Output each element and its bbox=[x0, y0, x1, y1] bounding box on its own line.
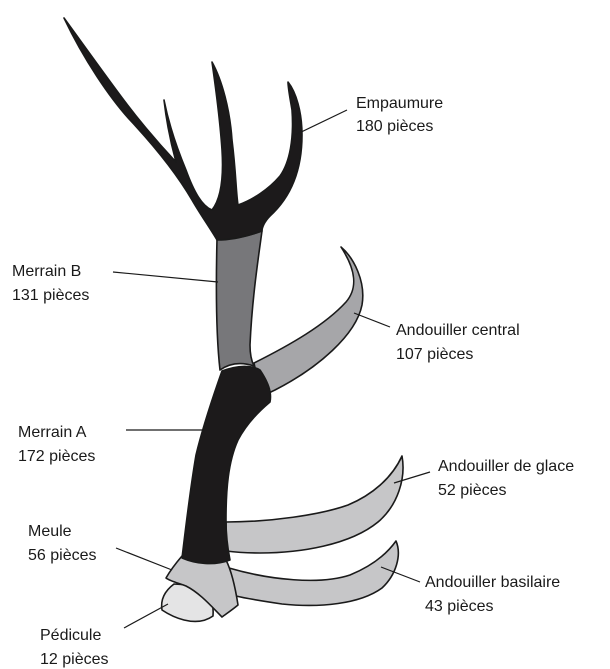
andouiller-basilaire-name: Andouiller basilaire bbox=[425, 574, 560, 591]
empaumure-count: 180 pièces bbox=[356, 118, 433, 135]
label-andouiller-glace: Andouiller de glace 52 pièces bbox=[438, 458, 579, 499]
merrain-a-count: 172 pièces bbox=[18, 448, 95, 465]
meule-count: 56 pièces bbox=[28, 547, 97, 564]
andouiller-glace-shape bbox=[226, 456, 403, 553]
merrain-a-name: Merrain A bbox=[18, 424, 87, 441]
label-meule: Meule 56 pièces bbox=[28, 523, 97, 564]
label-andouiller-basilaire: Andouiller basilaire 43 pièces bbox=[425, 574, 565, 615]
label-pedicule: Pédicule 12 pièces bbox=[40, 627, 109, 668]
leader-andouiller-central bbox=[354, 313, 390, 327]
merrain-b-count: 131 pièces bbox=[12, 287, 89, 304]
label-merrain-a: Merrain A 172 pièces bbox=[18, 424, 95, 465]
leader-merrain-b bbox=[113, 272, 218, 282]
leader-empaumure bbox=[295, 110, 347, 135]
leader-meule bbox=[116, 548, 172, 570]
andouiller-basilaire-count: 43 pièces bbox=[425, 598, 494, 615]
andouiller-glace-name: Andouiller de glace bbox=[438, 458, 574, 475]
merrain-b-name: Merrain B bbox=[12, 263, 81, 280]
pedicule-name: Pédicule bbox=[40, 627, 101, 644]
andouiller-central-count: 107 pièces bbox=[396, 346, 473, 363]
leader-pedicule bbox=[124, 604, 168, 628]
andouiller-central-shape bbox=[254, 247, 363, 400]
andouiller-central-name: Andouiller central bbox=[396, 322, 520, 339]
merrain-b-shape bbox=[216, 231, 262, 370]
empaumure-shape bbox=[64, 18, 302, 240]
meule-name: Meule bbox=[28, 523, 72, 540]
andouiller-glace-count: 52 pièces bbox=[438, 482, 507, 499]
label-andouiller-central: Andouiller central 107 pièces bbox=[396, 322, 524, 363]
pedicule-count: 12 pièces bbox=[40, 651, 109, 668]
label-merrain-b: Merrain B 131 pièces bbox=[12, 263, 89, 304]
label-empaumure: Empaumure 180 pièces bbox=[356, 95, 448, 135]
empaumure-name: Empaumure bbox=[356, 95, 443, 112]
